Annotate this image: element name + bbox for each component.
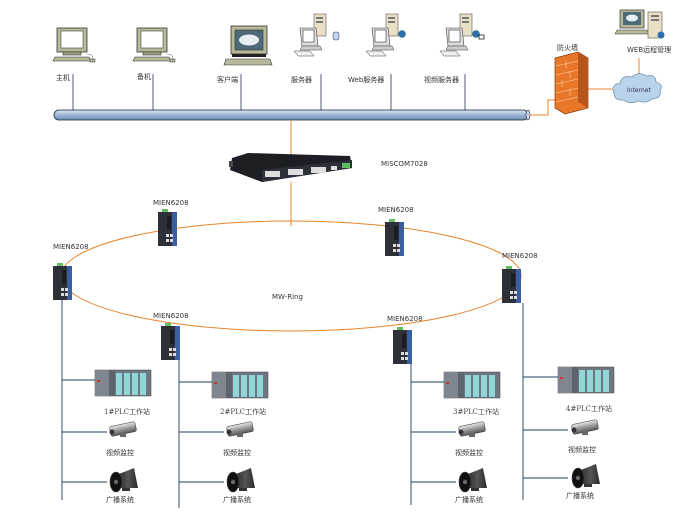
server-workstation-icon [293,13,340,57]
plc-icon-2 [211,371,269,399]
plc-icon-4 [557,366,615,394]
bus-drop-lines [72,74,466,110]
camera-icon-2 [225,420,255,438]
client-label: 客户端 [217,76,238,84]
speaker-label-2: 广播系统 [223,496,251,504]
ring-switch-icon-6 [393,327,412,364]
host-label: 主机 [56,74,70,82]
web-server-label: Web服务器 [348,76,385,84]
camera-icon-3 [457,420,487,438]
firewall-icon [554,51,589,115]
camera-label-2: 视频监控 [223,449,251,457]
plc-icon-3 [443,371,501,399]
camera-icon-1 [108,420,138,438]
server-label: 服务器 [291,76,312,84]
ring-switch-icon-1 [158,209,177,246]
ring-switch-icon-5 [161,323,180,360]
firewall-label: 防火墙 [557,44,578,52]
plc-label-4: 4#PLC工作站 [566,405,613,413]
ring-switch-label-6: MIEN6208 [387,315,423,323]
ring-label: MW-Ring [272,293,303,301]
speaker-icon-3 [458,467,488,493]
ring-switch-icon-4 [502,266,521,303]
mw-ring [60,220,522,332]
speaker-label-1: 广播系统 [106,496,134,504]
ring-switch-label-1: MIEN6208 [153,199,189,207]
computer-icon-standby [132,27,176,63]
core-switch-label: MISCOM7028 [381,160,428,168]
plc-label-3: 3#PLC工作站 [453,408,500,416]
ring-switch-icon-3 [53,263,72,300]
rack-switch-icon [229,153,352,182]
standby-label: 备机 [137,73,151,81]
web-server-icon [365,13,406,57]
camera-label-1: 视频监控 [106,449,134,457]
camera-icon-4 [570,418,600,436]
video-server-label: 视频服务器 [424,76,459,84]
ring-switch-label-4: MIEN6208 [502,252,538,260]
ethernet-bus [53,109,531,121]
video-server-icon [439,13,485,57]
plc-icon-1 [94,369,152,397]
plc-label-2: 2#PLC工作站 [220,408,267,416]
ring-switch-label-3: MIEN6208 [53,243,89,251]
web-remote-label: WEB远程管理 [627,46,672,54]
speaker-label-4: 广播系统 [566,492,594,500]
camera-label-3: 视频监控 [455,449,483,457]
ring-switch-icon-2 [385,219,404,256]
speaker-icon-4 [571,463,601,489]
plc-label-1: 1#PLC工作站 [104,408,151,416]
ring-switch-label-2: MIEN6208 [378,206,414,214]
internet-label: Internet [627,87,651,94]
cloud-icon [612,73,662,104]
field-lines [61,300,568,508]
speaker-icon-1 [109,467,139,493]
ring-switch-label-5: MIEN6208 [153,312,189,320]
speaker-icon-2 [226,467,256,493]
remote-management-computer-icon [614,9,665,39]
camera-label-4: 视频监控 [568,446,596,454]
speaker-label-3: 广播系统 [455,496,483,504]
computer-icon-host [52,27,96,63]
client-computer-icon [223,25,273,66]
